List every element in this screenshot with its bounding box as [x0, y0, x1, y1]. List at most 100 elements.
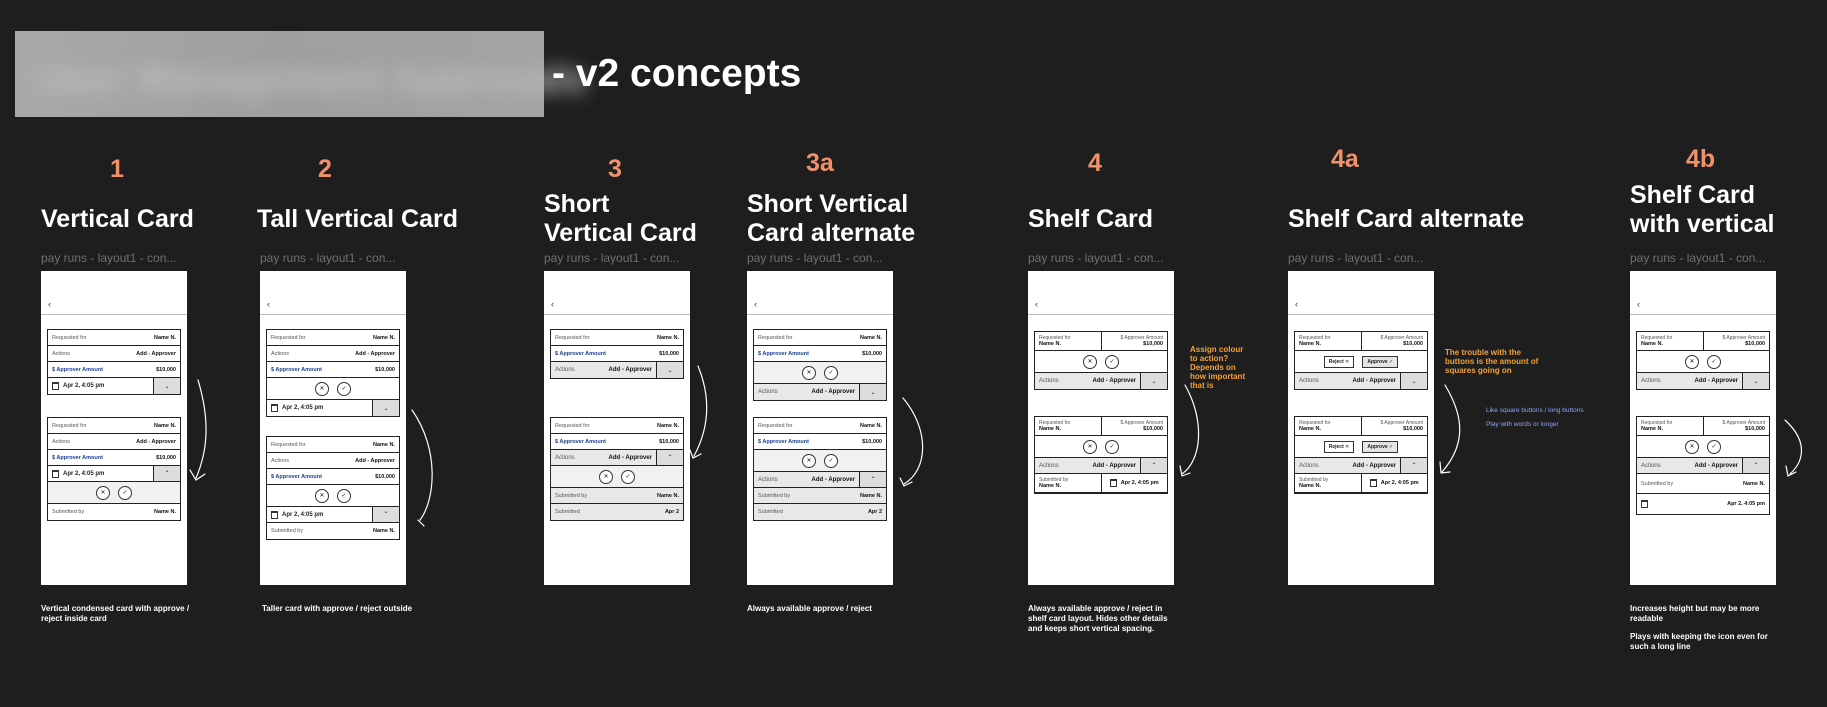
concept-3a-title: Short Vertical Card alternate: [747, 190, 916, 247]
concept-4a-sub[interactable]: pay runs - layout1 - con...: [1288, 251, 1424, 265]
approve-icon[interactable]: ✓: [118, 485, 132, 500]
concept-1-number: 1: [110, 155, 124, 183]
chevron-up-icon[interactable]: ⌃: [372, 507, 399, 522]
chevron-down-icon[interactable]: ⌄: [372, 400, 399, 416]
reject-icon[interactable]: ✕: [1685, 354, 1699, 369]
approve-button[interactable]: Approve ✓: [1362, 355, 1399, 368]
concept-4-title: Shelf Card: [1028, 205, 1154, 233]
approve-reject-buttons: ✕✓: [1035, 351, 1167, 373]
concept-4b-sub[interactable]: pay runs - layout1 - con...: [1630, 251, 1766, 265]
concept-3a-sub[interactable]: pay runs - layout1 - con...: [747, 251, 883, 265]
concept-4-note: Always available approve / reject in she…: [1028, 604, 1168, 633]
approve-reject-buttons: Reject ✕ Approve ✓: [1295, 436, 1427, 458]
approve-reject-buttons: ✕✓: [1637, 351, 1769, 373]
chevron-down-icon[interactable]: ⌄: [656, 362, 683, 378]
reject-icon[interactable]: ✕: [315, 381, 329, 396]
back-icon[interactable]: ‹: [267, 299, 270, 309]
approve-icon[interactable]: ✓: [337, 381, 351, 396]
chevron-up-icon[interactable]: ⌃: [1400, 458, 1427, 473]
reject-icon[interactable]: ✕: [1685, 439, 1699, 454]
approve-icon[interactable]: ✓: [1707, 354, 1721, 369]
chevron-down-icon[interactable]: ⌄: [1140, 373, 1167, 389]
header-divider: [544, 314, 690, 315]
row-amount: $ Approver Amount$10,000: [48, 450, 180, 466]
approve-reject-buttons: ✕✓: [267, 485, 399, 507]
approve-icon[interactable]: ✓: [824, 453, 838, 468]
chevron-up-icon[interactable]: ⌃: [859, 472, 886, 487]
approve-icon[interactable]: ✓: [621, 469, 635, 484]
arrow-concept-2: [411, 409, 433, 527]
back-icon[interactable]: ‹: [1035, 299, 1038, 309]
reject-icon[interactable]: ✕: [802, 365, 816, 380]
reject-icon[interactable]: ✕: [802, 453, 816, 468]
concept-1-sub[interactable]: pay runs - layout1 - con...: [41, 251, 177, 265]
approve-reject-buttons: ✕✓: [754, 362, 886, 384]
arrow-concept-3: [689, 365, 708, 459]
concept-4b-note-2: Plays with keeping the icon even for suc…: [1630, 632, 1768, 651]
blurred-title: User Management Approvals: [15, 31, 587, 117]
row-date: Apr 2, 4:05 pm⌃: [267, 507, 399, 523]
calendar-icon: [271, 404, 278, 412]
concept-3-sub[interactable]: pay runs - layout1 - con...: [544, 251, 680, 265]
row-date: Apr 2, 4:05 pm⌄: [267, 400, 399, 416]
reject-icon[interactable]: ✕: [1083, 439, 1097, 454]
chevron-down-icon[interactable]: ⌄: [1400, 373, 1427, 389]
colour-note: Assign colour to action? Depends on how …: [1190, 345, 1246, 390]
chevron-up-icon[interactable]: ⌃: [656, 450, 683, 465]
reject-button[interactable]: Reject ✕: [1323, 355, 1355, 368]
back-icon[interactable]: ‹: [48, 299, 51, 309]
back-icon[interactable]: ‹: [754, 299, 757, 309]
row-amount: $ Approver Amount$10,000: [267, 362, 399, 378]
concept-4-sub[interactable]: pay runs - layout1 - con...: [1028, 251, 1164, 265]
reject-icon[interactable]: ✕: [96, 485, 110, 500]
row-amount: $ Approver Amount$10,000: [48, 362, 180, 378]
chevron-down-icon[interactable]: ⌄: [1742, 373, 1769, 389]
concept-2-sub[interactable]: pay runs - layout1 - con...: [260, 251, 396, 265]
reject-icon[interactable]: ✕: [315, 488, 329, 503]
approve-icon[interactable]: ✓: [1105, 354, 1119, 369]
approve-icon[interactable]: ✓: [824, 365, 838, 380]
approve-icon[interactable]: ✓: [1105, 439, 1119, 454]
approve-icon[interactable]: ✓: [337, 488, 351, 503]
back-icon[interactable]: ‹: [1637, 299, 1640, 309]
calendar-icon: [1641, 500, 1648, 508]
concept-4b-title: Shelf Card with vertical: [1630, 181, 1775, 238]
approve-button[interactable]: Approve ✓: [1362, 440, 1399, 453]
chevron-up-icon[interactable]: ⌃: [153, 466, 180, 481]
approve-reject-buttons: ✕✓: [754, 450, 886, 472]
reject-icon[interactable]: ✕: [599, 469, 613, 484]
approve-icon[interactable]: ✓: [1707, 439, 1721, 454]
back-icon[interactable]: ‹: [551, 299, 554, 309]
arrow-concept-4a: [1439, 384, 1461, 474]
chevron-up-icon[interactable]: ⌃: [1140, 458, 1167, 473]
chevron-up-icon[interactable]: ⌃: [1742, 458, 1769, 473]
concept-1-note: Vertical condensed card with approve / r…: [41, 604, 190, 623]
back-icon[interactable]: ‹: [1295, 299, 1298, 309]
reject-icon[interactable]: ✕: [1083, 354, 1097, 369]
reject-button[interactable]: Reject ✕: [1323, 440, 1355, 453]
chevron-down-icon[interactable]: ⌄: [859, 384, 886, 400]
chevron-down-icon[interactable]: ⌄: [153, 378, 180, 394]
